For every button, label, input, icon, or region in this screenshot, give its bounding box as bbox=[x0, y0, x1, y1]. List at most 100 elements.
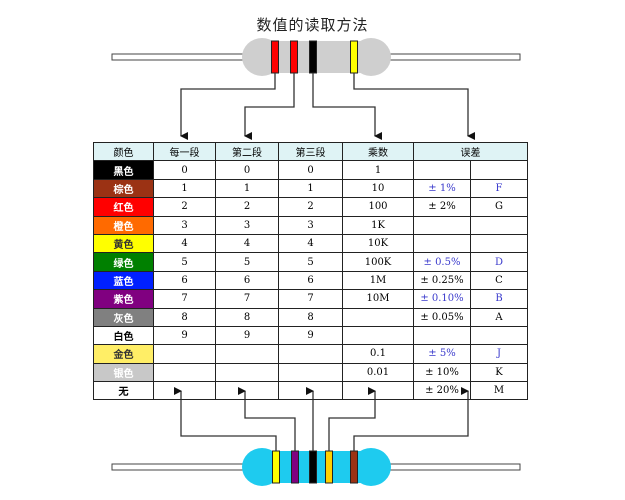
band3-cell: 1 bbox=[278, 178, 343, 199]
header-band1: 每一段 bbox=[153, 141, 216, 162]
multiplier-cell: 10K bbox=[342, 233, 414, 254]
header-tolerance: 误差 bbox=[413, 141, 528, 162]
tolerance-code-cell: G bbox=[470, 197, 528, 217]
band3-cell: 3 bbox=[278, 215, 343, 235]
band1-cell bbox=[153, 344, 216, 364]
arrow-top-band2 bbox=[244, 73, 295, 140]
band2-cell: 6 bbox=[215, 270, 279, 291]
band1-cell: 0 bbox=[153, 160, 216, 180]
band1-cell: 4 bbox=[153, 233, 216, 254]
tolerance-cell bbox=[413, 233, 471, 254]
multiplier-cell: 10M bbox=[342, 289, 414, 309]
band3-cell: 5 bbox=[278, 252, 343, 272]
multiplier-cell: 100K bbox=[342, 252, 414, 272]
table-header: 颜色 每一段 第二段 第三段 乘数 误差 bbox=[93, 141, 528, 162]
band2-cell: 1 bbox=[215, 178, 279, 199]
color-cell: 棕色 bbox=[93, 178, 154, 199]
tolerance-code-cell bbox=[470, 233, 528, 254]
multiplier-cell: 100 bbox=[342, 197, 414, 217]
tolerance-code-cell: M bbox=[470, 381, 528, 401]
band3-cell bbox=[278, 362, 343, 383]
arrow-bottom-band5 bbox=[353, 387, 469, 451]
multiplier-cell bbox=[342, 325, 414, 346]
bottom-resistor-band-1 bbox=[272, 450, 280, 484]
tolerance-code-cell: K bbox=[470, 362, 528, 383]
band1-cell bbox=[153, 381, 216, 401]
multiplier-cell: 1M bbox=[342, 270, 414, 291]
multiplier-cell: 10 bbox=[342, 178, 414, 199]
band3-cell: 9 bbox=[278, 325, 343, 346]
tolerance-code-cell: C bbox=[470, 270, 528, 291]
arrow-top-band4 bbox=[353, 73, 475, 140]
band2-cell: 8 bbox=[215, 307, 279, 327]
tolerance-cell bbox=[413, 215, 471, 235]
table-row: 银色 0.01± 10%K bbox=[93, 362, 528, 383]
multiplier-cell: 1K bbox=[342, 215, 414, 235]
table-row: 无 ± 20%M bbox=[93, 381, 528, 401]
arrow-bottom-band4 bbox=[328, 387, 376, 451]
band1-cell: 6 bbox=[153, 270, 216, 291]
band3-cell: 0 bbox=[278, 160, 343, 180]
band1-cell: 3 bbox=[153, 215, 216, 235]
multiplier-cell: 0.1 bbox=[342, 344, 414, 364]
top-resistor-band-1 bbox=[271, 40, 279, 74]
top-resistor-band-4 bbox=[350, 40, 358, 74]
tolerance-code-cell bbox=[470, 215, 528, 235]
bottom-resistor-band-3 bbox=[309, 450, 317, 484]
tolerance-cell: ± 20% bbox=[413, 381, 471, 401]
color-cell: 白色 bbox=[93, 325, 154, 346]
band2-cell: 2 bbox=[215, 197, 279, 217]
arrow-bottom-band1 bbox=[174, 387, 277, 451]
color-cell: 金色 bbox=[93, 344, 154, 364]
band3-cell: 4 bbox=[278, 233, 343, 254]
color-cell: 橙色 bbox=[93, 215, 154, 235]
tolerance-cell: ± 0.10% bbox=[413, 289, 471, 309]
tolerance-cell: ± 0.5% bbox=[413, 252, 471, 272]
tolerance-code-cell: J bbox=[470, 344, 528, 364]
band2-cell: 3 bbox=[215, 215, 279, 235]
header-color: 颜色 bbox=[93, 141, 154, 162]
color-cell: 绿色 bbox=[93, 252, 154, 272]
band1-cell: 8 bbox=[153, 307, 216, 327]
tolerance-cell: ± 10% bbox=[413, 362, 471, 383]
tolerance-code-cell bbox=[470, 160, 528, 180]
band3-cell bbox=[278, 344, 343, 364]
band1-cell: 9 bbox=[153, 325, 216, 346]
tolerance-cell: ± 0.25% bbox=[413, 270, 471, 291]
top-resistor-band-2 bbox=[290, 40, 298, 74]
multiplier-cell bbox=[342, 307, 414, 327]
band2-cell: 0 bbox=[215, 160, 279, 180]
top-resistor-band-3 bbox=[309, 40, 317, 74]
color-cell: 黑色 bbox=[93, 160, 154, 180]
band2-cell bbox=[215, 381, 279, 401]
bottom-resistor-band-4 bbox=[325, 450, 333, 484]
band2-cell: 5 bbox=[215, 252, 279, 272]
tolerance-cell bbox=[413, 160, 471, 180]
tolerance-code-cell: A bbox=[470, 307, 528, 327]
band1-cell: 1 bbox=[153, 178, 216, 199]
color-cell: 红色 bbox=[93, 197, 154, 217]
color-cell: 银色 bbox=[93, 362, 154, 383]
tolerance-cell: ± 2% bbox=[413, 197, 471, 217]
tolerance-code-cell: B bbox=[470, 289, 528, 309]
band2-cell: 9 bbox=[215, 325, 279, 346]
tolerance-code-cell: F bbox=[470, 178, 528, 199]
band2-cell: 7 bbox=[215, 289, 279, 309]
arrow-top-band1 bbox=[180, 73, 276, 140]
multiplier-cell: 0.01 bbox=[342, 362, 414, 383]
band1-cell: 2 bbox=[153, 197, 216, 217]
color-cell: 黄色 bbox=[93, 233, 154, 254]
color-cell: 无 bbox=[93, 381, 154, 401]
